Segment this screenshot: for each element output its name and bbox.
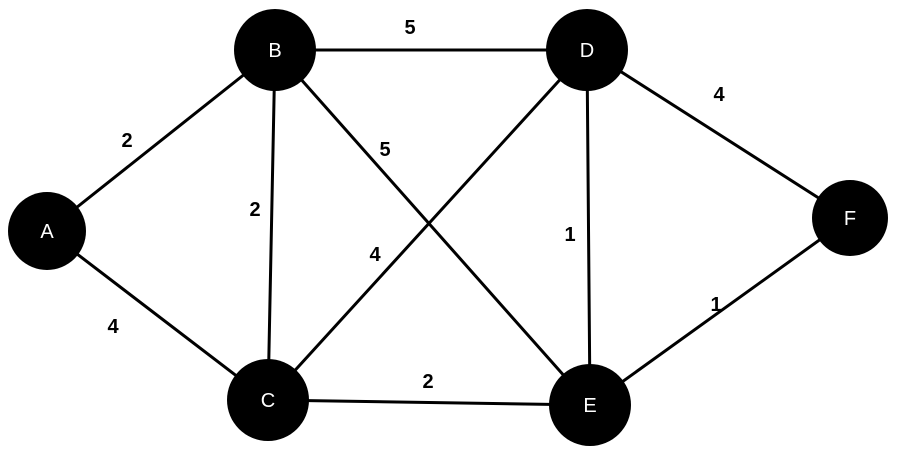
edge-b-e [273, 48, 592, 407]
node-e: E [549, 364, 631, 446]
node-circle-a [8, 192, 86, 270]
edge-weight-c-e: 2 [422, 371, 433, 393]
edge-b-c [266, 48, 277, 402]
node-d: D [546, 9, 628, 91]
edge-weight-b-c: 2 [249, 199, 260, 221]
edge-c-d [266, 48, 589, 402]
node-c: C [227, 359, 309, 441]
edge-weight-e-f: 1 [710, 294, 721, 316]
node-label-d: D [580, 40, 594, 62]
edge-weight-b-e: 5 [379, 139, 390, 161]
edges-layer [45, 48, 852, 407]
edge-weight-a-b: 2 [121, 130, 132, 152]
edge-d-f [585, 48, 852, 220]
edge-weight-c-d: 4 [369, 244, 381, 266]
nodes-layer: A B C D E F [8, 9, 888, 446]
edge-a-b [45, 48, 277, 233]
node-b: B [234, 9, 316, 91]
edge-d-e [585, 48, 592, 407]
edge-e-f [588, 216, 852, 407]
node-a: A [8, 192, 86, 270]
edge-weight-d-e: 1 [564, 224, 575, 246]
edge-a-c [45, 229, 270, 402]
node-circle-e [549, 364, 631, 446]
edge-weight-d-f: 4 [713, 84, 725, 106]
node-label-b: B [268, 40, 281, 62]
node-label-f: F [844, 208, 856, 230]
node-label-e: E [583, 395, 596, 417]
node-circle-b [234, 9, 316, 91]
node-label-c: C [261, 390, 275, 412]
node-circle-d [546, 9, 628, 91]
edge-weight-b-d: 5 [404, 17, 415, 39]
node-circle-f [812, 180, 888, 256]
node-label-a: A [40, 221, 54, 243]
weights-layer: 2 4 2 5 5 4 2 1 4 1 [107, 17, 725, 393]
node-f: F [812, 180, 888, 256]
edge-weight-a-c: 4 [107, 316, 119, 338]
edge-c-e [266, 398, 592, 407]
node-circle-c [227, 359, 309, 441]
